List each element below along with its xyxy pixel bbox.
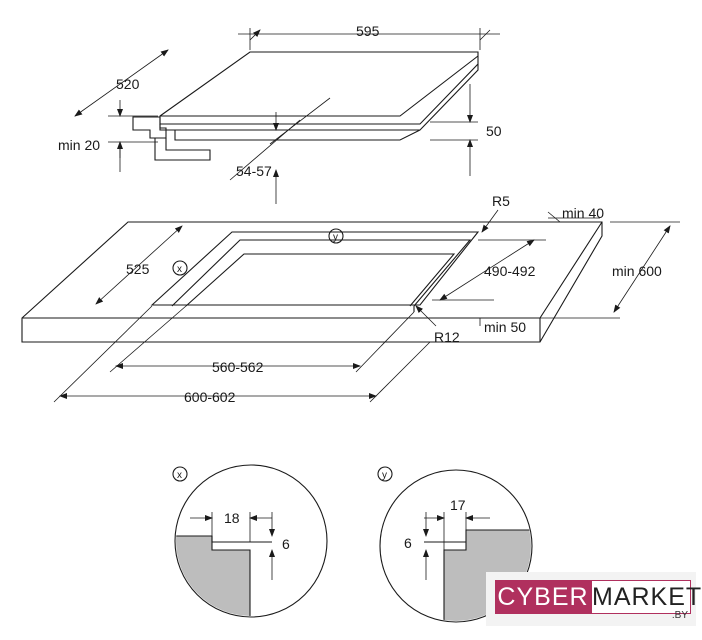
detail-x	[172, 464, 328, 618]
corner-radius-bottom-label: R12	[434, 329, 460, 345]
hob-drawing	[74, 28, 500, 204]
marker-y: y	[333, 232, 338, 243]
detail-x-marker: x	[177, 470, 182, 481]
detail-y-marker: y	[382, 470, 387, 481]
cut-length-label: 560-562	[212, 359, 264, 375]
hob-depth-label: 520	[116, 76, 140, 92]
watermark-logo: CYBER MARKET .BY	[486, 572, 701, 626]
height-label: 50	[486, 123, 502, 139]
logo-cyber: CYBER	[495, 580, 591, 614]
detail-y-height-label: 6	[404, 535, 412, 551]
cut-depth-label: 525	[126, 261, 150, 277]
detail-x-height-label: 6	[282, 536, 290, 552]
logo-market: MARKET	[591, 580, 701, 614]
min-front-label: min 50	[484, 319, 526, 335]
detail-x-width-label: 18	[224, 510, 240, 526]
marker-x: x	[177, 264, 182, 275]
detail-y-width-label: 17	[450, 497, 466, 513]
depth-range-label: 54-57	[236, 163, 272, 179]
worktop-drawing	[21, 209, 680, 403]
logo-domain: .BY	[671, 610, 688, 621]
min-back-label: min 40	[562, 205, 604, 221]
min-counter-depth-label: min 600	[612, 263, 662, 279]
hob-width-label: 595	[356, 23, 380, 39]
min-clearance-label: min 20	[58, 137, 100, 153]
cut-width-inner-label: 490-492	[484, 263, 536, 279]
corner-radius-top-label: R5	[492, 193, 510, 209]
total-length-label: 600-602	[184, 389, 236, 405]
